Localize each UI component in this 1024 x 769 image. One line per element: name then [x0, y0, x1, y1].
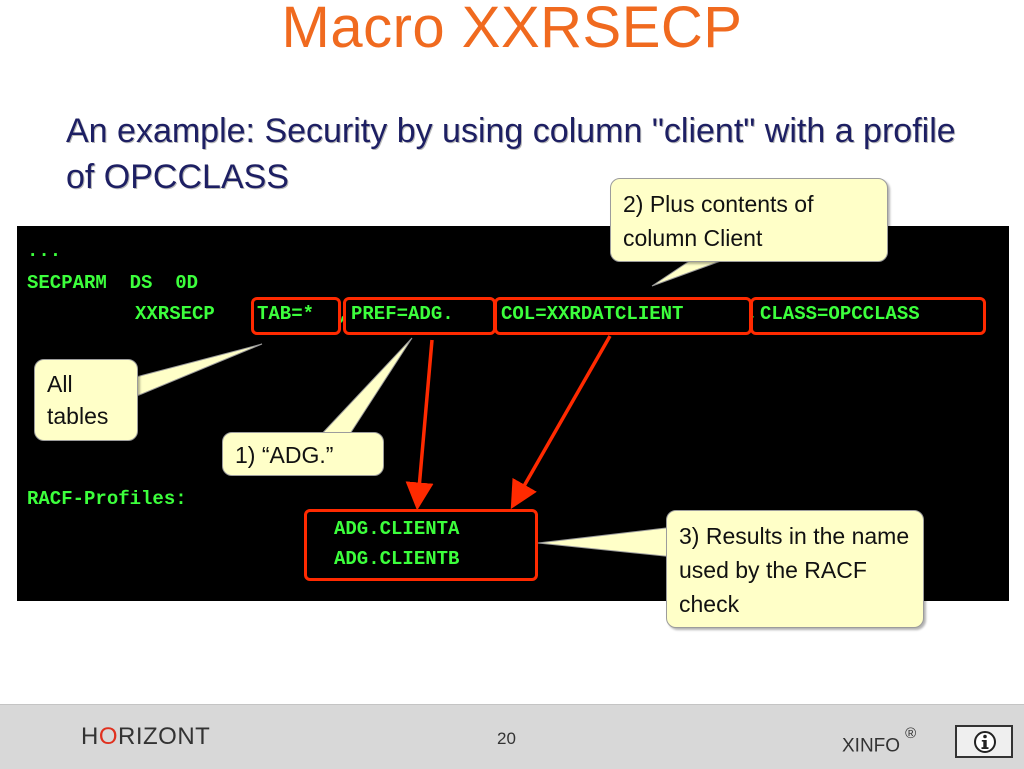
highlight-tab — [251, 297, 341, 335]
code-secparm-line: SECPARM DS 0D — [27, 272, 199, 294]
logo-rest: RIZONT — [118, 723, 211, 750]
callout-results: 3) Results in the name used by the RACF … — [666, 510, 924, 628]
callout-all-tables: All tables — [34, 359, 138, 441]
logo-accent: O — [98, 723, 119, 750]
registered-mark: ® — [905, 725, 917, 742]
callout-adg: 1) “ADG.” — [222, 432, 384, 476]
code-pref-param: PREF=ADG. — [351, 303, 454, 325]
arrow-col-to-profiles — [510, 335, 612, 510]
code-racf-label: RACF-Profiles: — [27, 488, 187, 510]
callout-plus-column: 2) Plus contents of column Client — [610, 178, 888, 262]
slide-subtitle: An example: Security by using column "cl… — [66, 112, 956, 196]
code-col-param: COL=XXRDATCLIENT — [501, 303, 684, 325]
code-class-param: CLASS=OPCCLASS — [760, 303, 920, 325]
code-profile-b: ADG.CLIENTB — [334, 548, 460, 570]
horizont-logo: HORIZONT — [81, 723, 210, 751]
page-number: 20 — [497, 729, 516, 748]
highlight-class — [750, 297, 986, 335]
callout-tail-all-tables — [131, 343, 263, 399]
code-ellipsis: ... — [27, 240, 62, 262]
code-profile-a: ADG.CLIENTA — [334, 518, 460, 540]
callout-tail-adg — [314, 337, 413, 441]
info-icon — [974, 731, 996, 753]
callout-tail-results — [537, 526, 675, 558]
code-tab-param: TAB=* — [257, 303, 315, 325]
slide-title: Macro XXRSECP — [281, 0, 743, 60]
brand-label: XINFO® — [842, 725, 916, 757]
code-macro-name: XXRSECP — [135, 303, 215, 325]
info-button[interactable] — [955, 725, 1013, 758]
arrow-pref-to-profiles — [405, 339, 434, 511]
brand-text: XINFO — [842, 735, 901, 757]
logo-prefix: H — [81, 723, 99, 750]
footer-bar: HORIZONT 20 XINFO® — [0, 704, 1024, 769]
highlight-profiles — [304, 509, 538, 581]
